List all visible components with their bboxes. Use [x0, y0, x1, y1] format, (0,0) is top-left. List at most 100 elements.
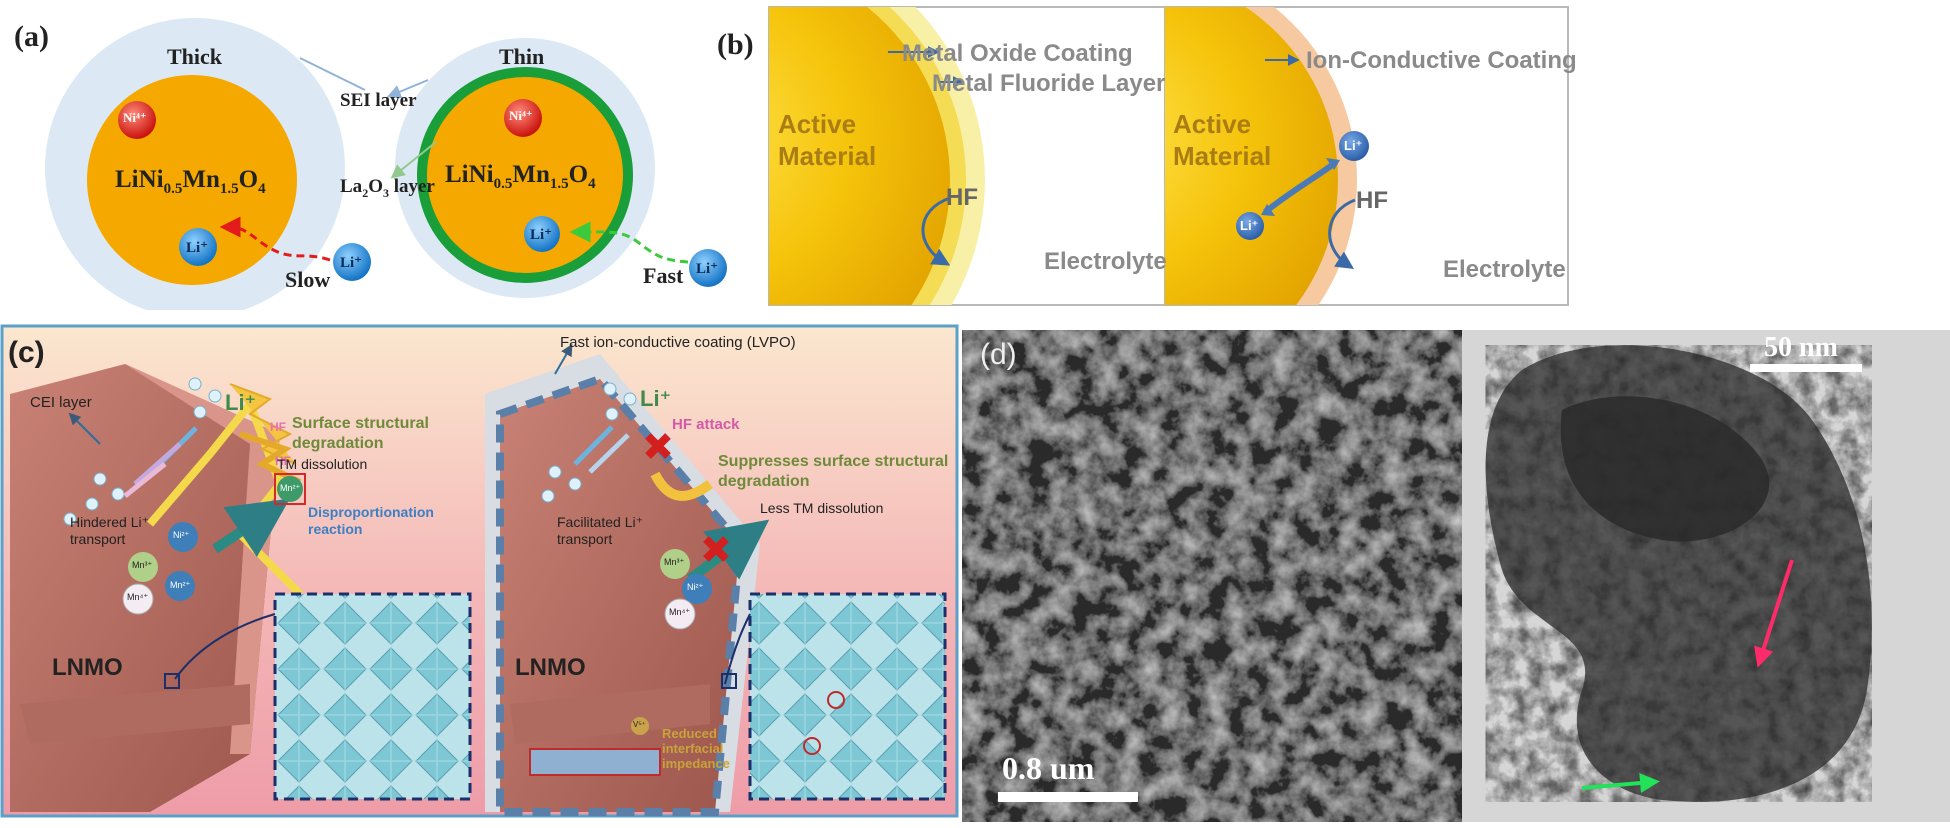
- red-arrow: [1754, 559, 1794, 668]
- li-exchange-head-up: [1326, 158, 1340, 170]
- ion-ni-right: [682, 574, 712, 604]
- li-ions-right: [541, 382, 637, 503]
- inset-source-right: [721, 673, 737, 689]
- rock-left-facet: [125, 364, 280, 754]
- reduced-impedance-box: [529, 748, 661, 776]
- ion-ni-left: [168, 522, 198, 552]
- li-exchange-head-down: [1261, 204, 1275, 216]
- formula-left-sub3: 4: [258, 181, 266, 197]
- sei-pointer-right: [386, 79, 429, 99]
- panel-d-label: (d): [980, 338, 1017, 371]
- formula-right: LiNi0.5Mn1.5O4: [445, 161, 596, 193]
- formula-right-sub3: 4: [588, 176, 596, 192]
- formula-left-sub1: 0.5: [163, 181, 183, 197]
- formula-right-end: O: [568, 161, 589, 188]
- inset-source-left: [164, 673, 180, 689]
- la2o3-end: layer: [388, 176, 435, 197]
- ion-mn4-right: [664, 598, 696, 630]
- cei-label: CEI layer: [30, 394, 92, 411]
- active-material-left-label: Active Material: [778, 108, 898, 172]
- panel-a: (a) Thick Thin Ni⁴⁺ Ni⁴⁺ LiNi0.5Mn1.5O4 …: [0, 0, 740, 318]
- active-material-left-text: Active Material: [778, 109, 877, 171]
- disproportionation-text: Disproportionation reaction: [308, 504, 434, 537]
- thin-label: Thin: [499, 44, 545, 69]
- tem-scale-label: 50 nm: [1764, 332, 1838, 363]
- surface-degradation-label: Surface structural degradation: [292, 414, 442, 454]
- ion-mn3-right: [660, 549, 690, 579]
- formula-left-end: O: [238, 166, 259, 193]
- hindered-li-arrows: [123, 426, 198, 498]
- la2o3-sub2: 3: [382, 185, 389, 200]
- li-inner-right-label: Li⁺: [530, 227, 553, 243]
- hf-arrow-right: [1328, 198, 1356, 269]
- li-ion-inner-left: [179, 228, 217, 266]
- hf-attack-cross: [645, 433, 671, 459]
- ion-v-label: V⁵⁺: [633, 720, 646, 729]
- hf-left-1: HF: [270, 420, 286, 434]
- mn2-highlight-box: [274, 473, 306, 505]
- hf-bolt-1: [229, 383, 297, 465]
- ion-mn3-right-label: Mn³⁺: [664, 557, 685, 567]
- electrolyte-right-label: Electrolyte: [1443, 256, 1566, 283]
- ni-ion-right: [504, 99, 542, 137]
- tm-dissolution-label: TM dissolution: [277, 456, 368, 472]
- li-bottom-label: Li⁺: [1240, 218, 1259, 233]
- ion-ni-right-label: Ni²⁺: [687, 582, 704, 592]
- ion-conductive-coating-label: Ion-Conductive Coating: [1306, 47, 1577, 74]
- thick-label: Thick: [167, 44, 223, 69]
- li-outer-left-label: Li⁺: [340, 255, 363, 271]
- suppress-label: Suppresses surface structural degradatio…: [718, 452, 958, 492]
- panel-b: (b) Metal Oxide Coating Metal Fluoride L…: [717, 0, 1950, 312]
- formula-right-sub2: 1.5: [549, 176, 569, 192]
- li-inner-left-label: Li⁺: [186, 240, 209, 256]
- metal-fluoride-layer-label: Metal Fluoride Layer: [932, 70, 1166, 97]
- hf-deflect-arrow: [650, 471, 713, 501]
- formula-right-base: LiNi: [445, 161, 494, 188]
- suppress-text: Suppresses surface structural degradatio…: [718, 453, 949, 490]
- reduced-impedance-text: Reduced interfacial impedance: [662, 726, 730, 771]
- crystal-inset-left: [273, 592, 472, 801]
- disproportionation-label: Disproportionation reaction: [308, 504, 434, 538]
- la2o3-sub1: 2: [362, 185, 369, 200]
- facilitated-li-arrows: [573, 425, 630, 474]
- green-arrow: [1581, 773, 1660, 793]
- panel-c-label: (c): [8, 336, 45, 369]
- fast-label: Fast: [643, 263, 684, 288]
- li-exchange-arrow: [1263, 159, 1338, 215]
- hf-right-label: HF: [1356, 187, 1388, 214]
- lnmo-left-label: LNMO: [52, 654, 123, 681]
- surface-degradation-text: Surface structural degradation: [292, 415, 429, 452]
- ni-ion-left: [118, 101, 156, 139]
- active-material-sphere-left: [769, 7, 950, 305]
- li-ion-top: [1339, 131, 1369, 161]
- hindered-text: Hindered Li⁺ transport: [70, 514, 149, 547]
- active-material-sphere-right: [1165, 7, 1338, 305]
- ion-v-right: [631, 717, 649, 735]
- li-top-label: Li⁺: [1344, 138, 1363, 153]
- formula-left-base: LiNi: [115, 166, 164, 193]
- hf-attack-label: HF attack: [672, 416, 740, 433]
- formula-right-mid: Mn: [512, 161, 550, 188]
- formula-left-sub2: 1.5: [219, 181, 239, 197]
- ion-ni-left-label: Ni²⁺: [173, 530, 190, 540]
- ion-mn3-left-label: Mn³⁺: [132, 560, 153, 570]
- rock-left-ledge: [20, 684, 250, 744]
- li-ions-left: [63, 377, 222, 526]
- slow-diffusion-arrow: [219, 216, 331, 262]
- formula-left: LiNi0.5Mn1.5O4: [115, 166, 266, 198]
- la2o3-base: La: [340, 176, 363, 197]
- lvpo-pointer: [554, 343, 573, 375]
- panel-b-illustration: [768, 6, 1569, 306]
- sei-pointer-left: [299, 57, 366, 91]
- ion-mn4-left: [122, 583, 154, 615]
- la2o3-mid: O: [368, 176, 383, 197]
- active-material-right-text: Active Material: [1173, 109, 1272, 171]
- li-ion-bottom: [1236, 212, 1264, 240]
- panel-a-illustration: [45, 18, 727, 318]
- formula-left-mid: Mn: [182, 166, 220, 193]
- reduced-impedance-label: Reduced interfacial impedance: [662, 726, 752, 771]
- hf-left-label: HF: [946, 184, 978, 211]
- panel-d: (d) 0.8 um 50 nm: [962, 330, 1950, 822]
- la2o3-pointer: [390, 141, 437, 179]
- metal-oxide-coating-label: Metal Oxide Coating: [902, 40, 1133, 67]
